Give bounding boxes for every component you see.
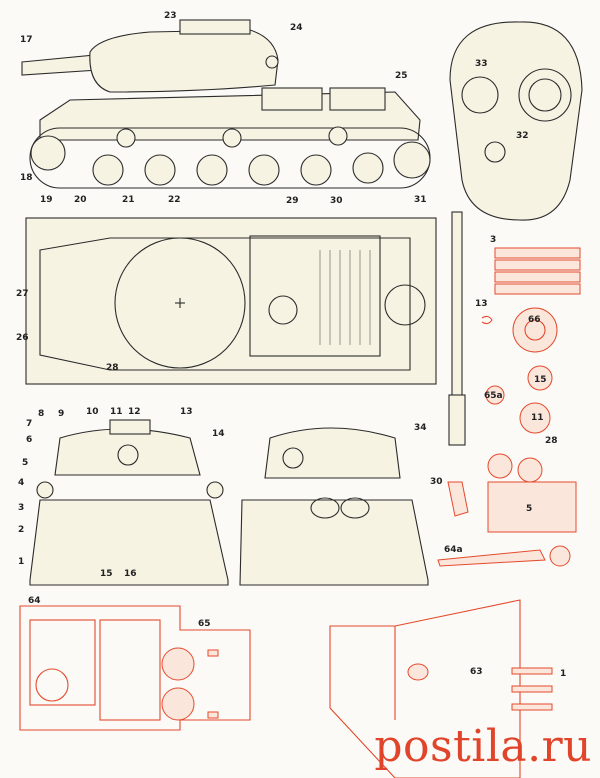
part-65-disc-1	[161, 647, 195, 681]
filler-cap	[268, 295, 298, 325]
vent	[484, 141, 506, 163]
label-19: 19	[40, 195, 53, 205]
parts-sheet: 3 66 13 15 65а 11 28 5 30 64а	[19, 235, 581, 778]
label-26: 26	[16, 333, 29, 343]
exhaust-left	[310, 497, 340, 519]
part-label-1: 1	[560, 669, 566, 679]
label-1: 1	[18, 557, 24, 567]
headlight-left	[36, 481, 54, 499]
label-4: 4	[18, 478, 24, 488]
label-27: 27	[16, 289, 29, 299]
label-3: 3	[18, 503, 24, 513]
rear-hull	[239, 499, 429, 586]
part-65-disc-2	[161, 687, 195, 721]
gun-barrel	[21, 54, 99, 76]
commander-hatch	[461, 76, 499, 114]
label-6: 6	[26, 435, 32, 445]
label-24: 24	[290, 23, 303, 33]
top-hull	[25, 217, 437, 385]
label-16: 16	[124, 569, 137, 579]
label-34: 34	[414, 423, 427, 433]
label-25: 25	[395, 71, 408, 81]
engine-grille	[319, 250, 371, 345]
label-32: 32	[516, 131, 529, 141]
turret-top-view: 33 32	[449, 21, 583, 221]
part-label-13: 13	[475, 299, 488, 309]
part-65a	[485, 385, 505, 405]
label-17: 17	[20, 35, 33, 45]
front-view: 8 9 10 11 12 13 14 7 6 5 4 3 2 1 15 16	[18, 407, 229, 586]
part-3: 3	[490, 235, 581, 295]
label-23: 23	[164, 11, 177, 21]
part-15	[527, 365, 553, 391]
side-turret	[89, 29, 279, 93]
label-8: 8	[38, 409, 44, 419]
top-view: 29 30 27 26 28	[16, 196, 437, 385]
part-label-30: 30	[430, 477, 443, 487]
label-31: 31	[414, 195, 427, 205]
part-64a	[437, 549, 546, 567]
part-label-66: 66	[528, 315, 541, 325]
loader-hatch	[518, 68, 572, 122]
turret-ring	[114, 237, 246, 369]
label-21: 21	[122, 195, 135, 205]
label-5: 5	[22, 458, 28, 468]
engine-box-1	[261, 87, 323, 111]
label-11: 11	[110, 407, 123, 417]
label-13: 13	[180, 407, 193, 417]
label-28: 28	[106, 363, 119, 373]
part-label-64a: 64а	[444, 545, 463, 555]
top-deck	[39, 237, 411, 371]
label-33: 33	[475, 59, 488, 69]
part-label-63: 63	[470, 667, 483, 677]
label-9: 9	[58, 409, 64, 419]
part-5	[487, 481, 577, 533]
label-29: 29	[286, 196, 299, 206]
rear-hatch	[384, 284, 426, 326]
front-cupola	[109, 419, 151, 435]
barrel-breech	[448, 394, 466, 446]
exhaust-right	[340, 497, 370, 519]
part-label-15: 15	[534, 375, 547, 385]
side-view: 17 23 24 25 18 19 20 21 22 31	[20, 11, 431, 205]
part-label-5: 5	[526, 504, 532, 514]
part-label-65: 65	[198, 619, 211, 629]
part-30	[447, 481, 469, 517]
front-hull	[29, 499, 229, 586]
barrel-part: 34	[414, 211, 466, 446]
label-30: 30	[330, 196, 343, 206]
label-7: 7	[26, 419, 32, 429]
label-14: 14	[212, 429, 225, 439]
turret-top	[449, 21, 583, 221]
label-2: 2	[18, 525, 24, 535]
rear-view	[239, 427, 429, 586]
part-label-28: 28	[545, 436, 558, 446]
gun-mantlet	[117, 444, 139, 466]
part-66: 66	[512, 307, 558, 353]
label-10: 10	[86, 407, 99, 417]
label-15: 15	[100, 569, 113, 579]
part-11	[519, 402, 551, 434]
drive-sprocket	[393, 141, 431, 179]
part-label-3: 3	[490, 235, 496, 245]
part-64	[19, 605, 251, 731]
part-label-11: 11	[531, 413, 544, 423]
idler-wheel	[30, 135, 66, 171]
part-label-65a: 65а	[484, 391, 503, 401]
engine-deck	[249, 235, 381, 357]
label-12: 12	[128, 407, 141, 417]
label-22: 22	[168, 195, 181, 205]
road-wheels	[92, 126, 384, 186]
turret-cupola	[179, 19, 251, 35]
label-18: 18	[20, 173, 33, 183]
rear-periscope	[282, 447, 304, 469]
periscope	[265, 55, 279, 69]
headlight-right	[206, 481, 224, 499]
part-label-64: 64	[28, 596, 41, 606]
watermark: postila.ru	[374, 721, 592, 772]
engine-box-2	[329, 87, 386, 111]
label-20: 20	[74, 195, 87, 205]
